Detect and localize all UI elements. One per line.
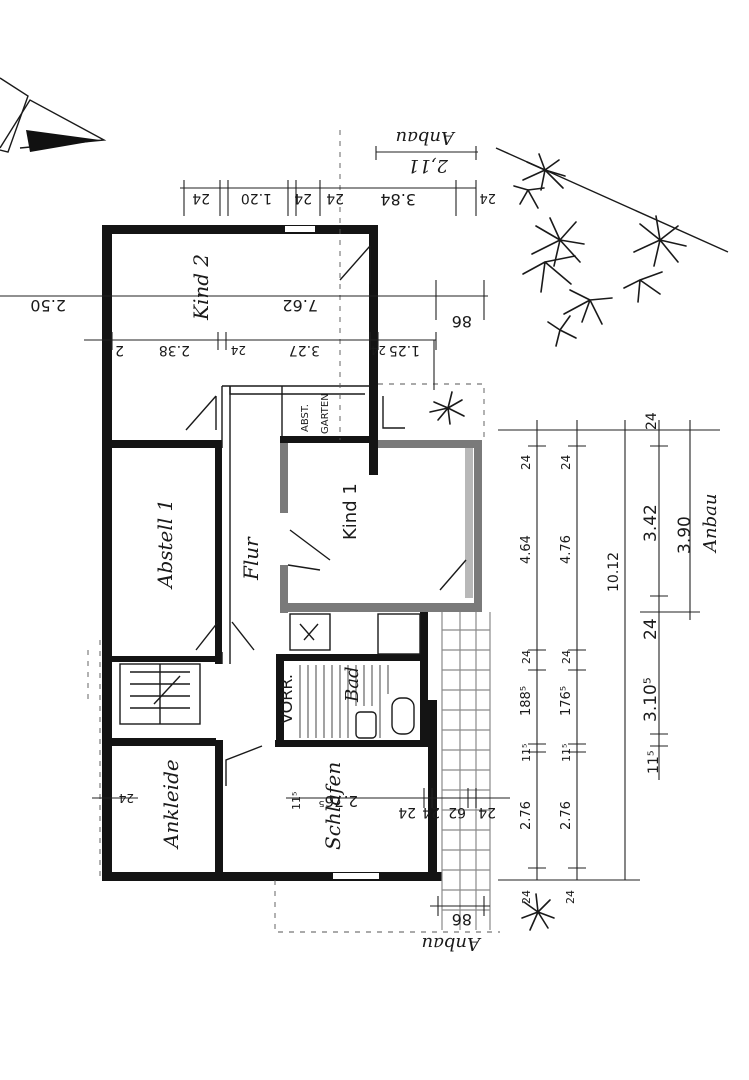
bathroom-fixtures <box>289 613 421 739</box>
dim-top-24e: 24 <box>231 343 246 357</box>
dim-right-c2-176: 176⁵ <box>559 686 574 716</box>
room-label-kind1: Kind 1 <box>340 483 361 540</box>
door-swings <box>185 245 467 786</box>
dim-right-c2-11: 11⁵ <box>560 744 573 762</box>
anbau-label-top: Anbau <box>396 127 456 148</box>
dim-right-c5-3-90: 3.90 <box>675 516 695 554</box>
stair-shelf <box>119 663 201 725</box>
dim-bottom-86: 86 <box>452 910 472 929</box>
dim-right-c2-24c: 24 <box>564 890 577 904</box>
kind1-walls <box>280 440 482 613</box>
dim-top-2-50: 2.50 <box>30 296 66 315</box>
room-label-abst: ABST. <box>300 404 311 432</box>
dim-right-c2-24a: 24 <box>559 455 573 470</box>
dim-right-c4-24a: 24 <box>644 412 660 430</box>
dim-top-1-20: 1.20 <box>241 190 272 206</box>
dim-right-c1-24c: 24 <box>520 890 533 904</box>
dim-top-24d: 24 <box>479 190 496 205</box>
dim-ankleide-24: 24 <box>119 791 134 805</box>
room-label-bad: Bad <box>342 667 363 703</box>
dim-bottom-24a: 24 <box>398 804 416 820</box>
dim-right-c1-24a: 24 <box>519 455 533 470</box>
dim-right-c1-2-76: 2.76 <box>519 801 534 830</box>
dim-top-24b: 24 <box>294 190 312 206</box>
interior-walls <box>112 436 435 874</box>
top-dimension-lines <box>0 146 488 390</box>
dim-top-1-25: 1.25 <box>389 342 420 358</box>
dim-top-2: 2 <box>115 342 124 358</box>
dim-right-c4-24b: 24 <box>641 618 661 640</box>
tree-icon <box>429 153 687 931</box>
room-label-abstell1: Abstell 1 <box>153 499 177 590</box>
north-arrow-icon <box>0 77 107 153</box>
dim-top-3-27: 3.27 <box>289 342 320 358</box>
dim-bottom-2-76: 2.76⁵ <box>319 792 358 810</box>
room-label-kind2: Kind 2 <box>189 254 213 321</box>
room-label-vorr: VORR. <box>277 674 296 724</box>
dim-right-c2-4-76: 4.76 <box>559 535 574 564</box>
dim-bottom-11: 11⁵ <box>290 792 303 810</box>
anbau-label-right: Anbau <box>700 494 721 554</box>
dim-right-c4-3-105: 3.10⁵ <box>641 677 661 722</box>
dim-bottom-62: 62 <box>448 804 466 820</box>
room-label-garten: GARTEN <box>320 393 331 434</box>
room-label-ankleide: Ankleide <box>159 759 183 850</box>
dim-top-86: 86 <box>452 312 472 331</box>
dim-right-c4-11: 11⁵ <box>646 751 662 774</box>
anbau-label-bottom: Anbau <box>422 933 482 954</box>
dim-top-2-38: 2.38 <box>159 342 190 358</box>
dim-right-c2-24b: 24 <box>560 650 573 664</box>
room-label-schlafen: Schlafen <box>321 762 345 850</box>
dim-top-24f: 24 <box>371 343 386 357</box>
dim-right-c1-4-64: 4.64 <box>519 535 534 564</box>
dim-top-24a: 24 <box>192 190 210 206</box>
dim-right-c1-24b: 24 <box>520 650 533 664</box>
dim-bottom-24c: 24 <box>478 804 496 820</box>
dim-right-c4-3-42: 3.42 <box>641 504 661 542</box>
terrace-grid <box>441 612 491 930</box>
dim-right-c3-10-12: 10.12 <box>606 552 622 592</box>
dim-bottom-24b: 24 <box>422 804 440 820</box>
right-dimension-lines <box>498 420 720 881</box>
dim-right-c1-11: 11⁵ <box>520 744 533 762</box>
bottom-dimension-lines <box>92 788 510 916</box>
dim-top-7-62: 7.62 <box>282 296 318 315</box>
room-label-flur: Flur <box>239 536 263 581</box>
dim-top-3-84: 3.84 <box>380 190 416 209</box>
dim-right-c2-2-76: 2.76 <box>559 801 574 830</box>
dim-right-c1-188: 188⁵ <box>519 686 534 716</box>
dim-top-24c: 24 <box>326 190 344 206</box>
dim-top-2-11: 2,11 <box>408 155 449 176</box>
